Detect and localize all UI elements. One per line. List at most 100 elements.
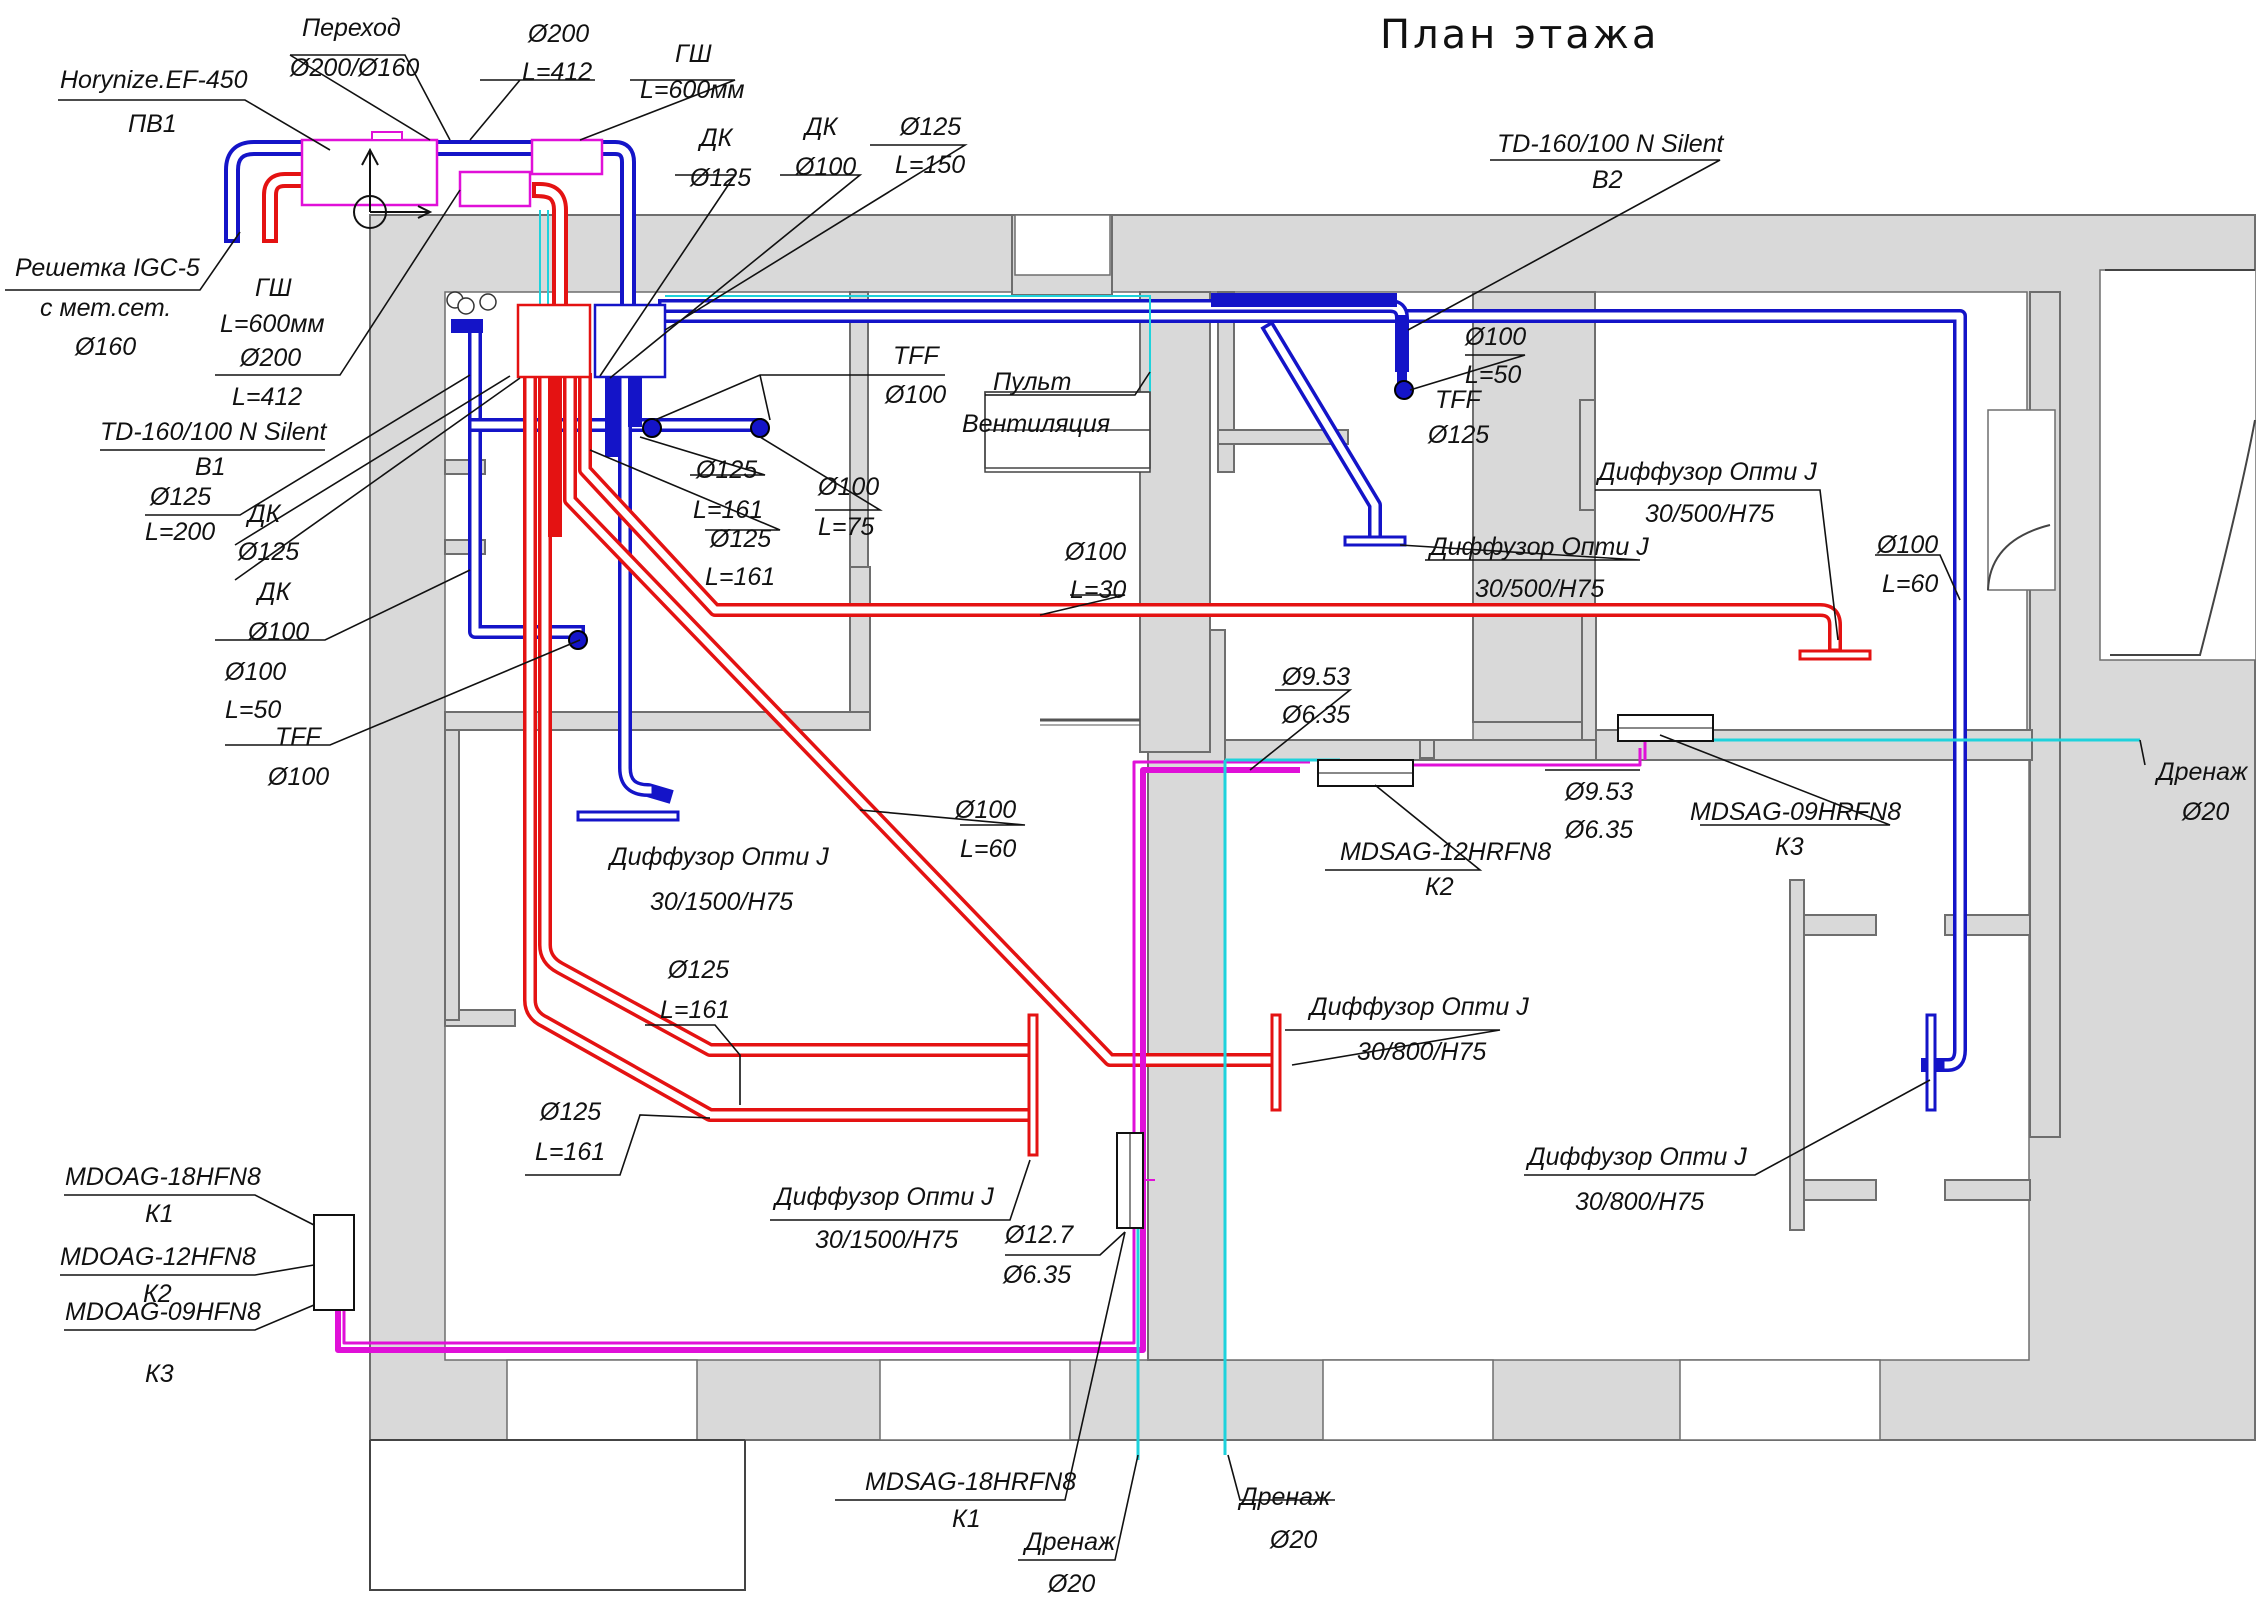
label-td-b2: TD-160/100 N Silent <box>1497 130 1725 158</box>
drain-pipes <box>539 210 2140 1460</box>
label-drain-a: Дренаж <box>1022 1528 1117 1556</box>
label-l150: L=150 <box>895 151 965 179</box>
label-d100-l30: Ø100 <box>1064 538 1126 566</box>
label-l161a: L=161 <box>693 496 763 524</box>
label-l60r: L=60 <box>1882 570 1938 598</box>
label-l30: L=30 <box>1070 576 1126 604</box>
label-dk-d: ДК <box>802 113 839 141</box>
label-duct-left-d: Ø200 <box>239 344 301 372</box>
label-perehod-size: Ø200/Ø160 <box>289 54 419 82</box>
label-diff-c: Диффузор Опти J <box>607 843 829 871</box>
label-dk-c-d: Ø125 <box>689 164 751 192</box>
label-diff-e-s: 30/1500/H75 <box>815 1226 958 1254</box>
label-l50: L=50 <box>225 696 281 724</box>
label-duct-top-d: Ø200 <box>527 20 589 48</box>
exhaust-ducts <box>224 140 1967 1072</box>
equipment <box>300 131 1714 1311</box>
label-d127: Ø12.7 <box>1004 1221 1074 1249</box>
label-d953a: Ø9.53 <box>1281 663 1350 691</box>
label-diff-a-s: 30/500/H75 <box>1645 500 1774 528</box>
label-diff-b-s: 30/500/H75 <box>1475 575 1604 603</box>
label-perehod: Переход <box>302 14 401 42</box>
label-l161d: L=161 <box>535 1138 605 1166</box>
diffuser-supply-center <box>1270 1013 1282 1112</box>
label-diff-f-s: 30/800/H75 <box>1575 1188 1704 1216</box>
label-drain-b: Дренаж <box>1237 1483 1332 1511</box>
label-vent: Вентиляция <box>962 410 1110 438</box>
label-l161c: L=161 <box>660 996 730 1024</box>
label-diff-d: Диффузор Опти J <box>1307 993 1529 1021</box>
refrigerant-pipes <box>335 735 1647 1353</box>
label-diff-e: Диффузор Опти J <box>772 1183 994 1211</box>
label-dk-a: ДК <box>245 500 282 528</box>
label-d125-161c: Ø125 <box>667 956 729 984</box>
label-drain-a-d: Ø20 <box>1047 1570 1095 1598</box>
label-mdoag12: MDOAG-12HFN8 <box>60 1243 256 1271</box>
label-unit-code: ПВ1 <box>128 110 177 138</box>
label-l125: Ø125 <box>149 483 211 511</box>
label-diff-c-s: 30/1500/H75 <box>650 888 793 916</box>
label-d100-50r: Ø100 <box>1464 323 1526 351</box>
label-mdoag18: MDOAG-18HFN8 <box>65 1163 261 1191</box>
label-gsh-left-l: L=600мм <box>220 310 325 338</box>
label-tff-mid: TFF <box>893 342 941 370</box>
label-diff-b: Диффузор Опти J <box>1427 533 1649 561</box>
label-k2: К2 <box>1425 873 1454 901</box>
building-walls <box>369 214 2256 1441</box>
tff-valve-mid-2 <box>750 418 770 438</box>
label-gsh-left: ГШ <box>255 274 293 302</box>
label-drain-r: Дренаж <box>2154 758 2249 786</box>
diffuser-exhaust-hall <box>576 810 680 822</box>
label-d635a: Ø6.35 <box>1281 701 1350 729</box>
balcony-outline <box>369 1440 746 1591</box>
plan-title: План этажа <box>1380 12 1659 58</box>
label-b1: В1 <box>195 453 226 481</box>
label-d100-l60: Ø100 <box>954 796 1016 824</box>
label-d635c: Ø6.35 <box>1002 1261 1071 1289</box>
diffuser-exhaust-right <box>1925 1013 1937 1112</box>
label-k1a: К1 <box>145 1200 174 1228</box>
label-pult: Пульт <box>993 368 1071 396</box>
label-unit-name: Horynize.EF-450 <box>60 66 248 94</box>
label-dk-b: ДК <box>255 578 292 606</box>
label-l75: L=75 <box>818 513 874 541</box>
diffuser-supply-room <box>1798 649 1872 661</box>
supply-ducts <box>262 172 1842 1122</box>
label-drain-b-d: Ø20 <box>1269 1526 1317 1554</box>
label-l200: L=200 <box>145 518 215 546</box>
label-duct-left-l: L=412 <box>232 383 302 411</box>
label-d100-l50: Ø100 <box>224 658 286 686</box>
label-tff-mid-d: Ø100 <box>884 381 946 409</box>
diffuser-exhaust-room <box>1343 535 1407 547</box>
label-diff-f: Диффузор Опти J <box>1525 1143 1747 1171</box>
label-l60: L=60 <box>960 835 1016 863</box>
label-dk-d-d: Ø100 <box>794 153 856 181</box>
bay-window <box>2105 269 2256 656</box>
label-diff-a: Диффузор Опти J <box>1595 458 1817 486</box>
label-d125-161a: Ø125 <box>695 456 757 484</box>
label-tff-r-d: Ø125 <box>1427 421 1489 449</box>
label-mdoag09: MDOAG-09HFN8 <box>65 1298 261 1326</box>
label-mdsag09: MDSAG-09HRFN8 <box>1690 798 1901 826</box>
tff-valve-mid-1 <box>642 418 662 438</box>
label-tff-left: TFF <box>275 723 323 751</box>
label-tff-left-d: Ø100 <box>267 763 329 791</box>
label-grille-1: Решетка IGC-5 <box>15 254 200 282</box>
label-k3: К3 <box>1775 833 1804 861</box>
label-grille-2: с мет.сет. <box>40 294 171 322</box>
label-grille-3: Ø160 <box>74 333 136 361</box>
label-gsh-top-l: L=600мм <box>640 76 745 104</box>
silencer-supply <box>458 170 532 208</box>
label-dk-b-d: Ø100 <box>247 618 309 646</box>
label-d635b: Ø6.35 <box>1564 816 1633 844</box>
label-td-b1: TD-160/100 N Silent <box>100 418 328 446</box>
diffuser-supply-hall <box>1027 1013 1039 1157</box>
label-l161b: L=161 <box>705 563 775 591</box>
label-dk-a-d: Ø125 <box>237 538 299 566</box>
supply-plenum <box>516 303 592 379</box>
label-d100-l60r: Ø100 <box>1876 531 1938 559</box>
label-tff-r: TFF <box>1435 386 1483 414</box>
label-duct-top-l: L=412 <box>522 58 592 86</box>
tff-valve-right <box>1394 380 1414 400</box>
